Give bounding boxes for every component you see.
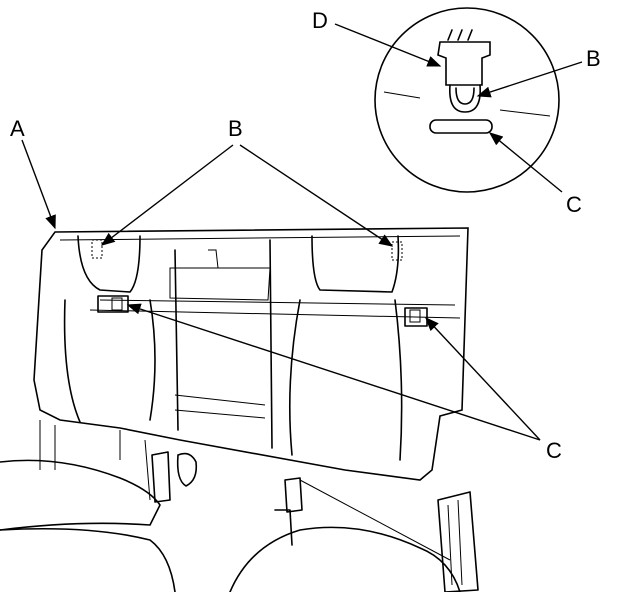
callout-d-detail: D <box>312 8 328 33</box>
detail-inset <box>374 7 560 193</box>
leader-lines <box>21 23 583 441</box>
seat-back <box>33 227 469 501</box>
seat-belt-buckles <box>151 451 303 546</box>
callout-c-main: C <box>546 438 562 463</box>
callout-a: A <box>10 116 25 141</box>
callout-b-main: B <box>228 116 243 141</box>
callout-c-detail: C <box>566 192 582 217</box>
callout-b-detail: B <box>586 46 601 71</box>
hook-marks <box>91 239 403 261</box>
side-bolster <box>437 491 479 593</box>
